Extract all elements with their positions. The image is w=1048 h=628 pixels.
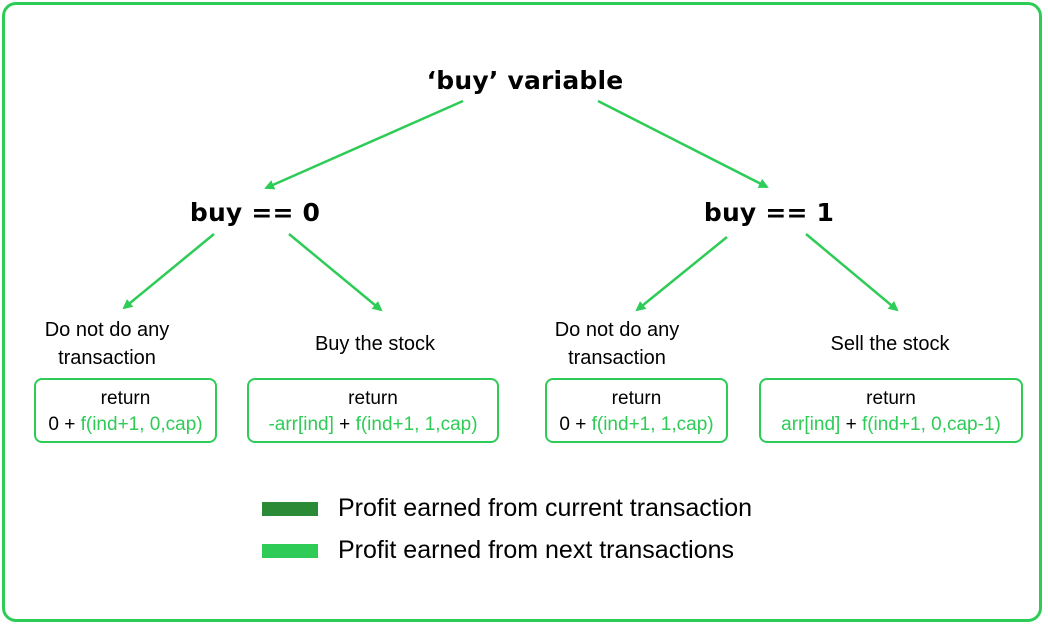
next-profit-term: f(ind+1, 1,cap): [355, 414, 478, 435]
leaf-label-no-transaction-buy1: Do not do any transaction: [522, 316, 712, 372]
arrow-buy1-to-no-transaction: [635, 236, 728, 312]
plus-operator: +: [569, 414, 592, 435]
return-box-no-transaction-buy0: return 0 + f(ind+1, 0,cap): [34, 378, 217, 443]
current-profit-term: 0: [559, 414, 570, 435]
leaf-label-buy-stock: Buy the stock: [280, 330, 470, 358]
arrow-buy1-to-sell-stock: [805, 233, 899, 312]
leaf-label-line1: Do not do any: [554, 319, 680, 341]
current-profit-term: -arr[ind]: [268, 414, 334, 435]
next-profit-term: f(ind+1, 0,cap-1): [861, 414, 1001, 435]
return-expression: 0 + f(ind+1, 1,cap): [547, 412, 726, 438]
leaf-label-line1: Do not do any: [44, 319, 170, 341]
return-box-no-transaction-buy1: return 0 + f(ind+1, 1,cap): [545, 378, 728, 443]
return-expression: 0 + f(ind+1, 0,cap): [36, 412, 215, 438]
leaf-label-line2: transaction: [58, 347, 156, 369]
legend-label-next: Profit earned from next transactions: [338, 536, 735, 564]
return-expression: -arr[ind] + f(ind+1, 1,cap): [249, 412, 497, 438]
leaf-label-no-transaction-buy0: Do not do any transaction: [12, 316, 202, 372]
return-keyword: return: [100, 388, 151, 409]
return-box-buy-stock: return -arr[ind] + f(ind+1, 1,cap): [247, 378, 499, 443]
buy0-node-title: buy == 0: [189, 198, 321, 227]
arrow-root-to-buy1: [597, 99, 769, 189]
root-node-title: ‘buy’ variable: [426, 66, 624, 95]
leaf-label-line1: Buy the stock: [314, 333, 436, 355]
legend-item-current: Profit earned from current transaction: [262, 494, 752, 523]
plus-operator: +: [58, 414, 81, 435]
legend-item-next: Profit earned from next transactions: [262, 536, 734, 565]
next-profit-term: f(ind+1, 0,cap): [80, 414, 203, 435]
leaf-label-sell-stock: Sell the stock: [795, 330, 985, 358]
plus-operator: +: [840, 414, 862, 435]
legend-swatch-next: [262, 543, 318, 558]
legend-swatch-current: [262, 501, 318, 516]
next-profit-term: f(ind+1, 1,cap): [591, 414, 714, 435]
plus-operator: +: [333, 414, 356, 435]
arrow-buy0-to-buy-stock: [288, 233, 383, 312]
leaf-label-line1: Sell the stock: [830, 333, 950, 355]
return-keyword: return: [611, 388, 662, 409]
current-profit-term: 0: [48, 414, 59, 435]
arrow-root-to-buy0: [264, 99, 464, 190]
return-box-sell-stock: return arr[ind] + f(ind+1, 0,cap-1): [759, 378, 1023, 443]
diagram-frame: [2, 2, 1042, 622]
return-expression: arr[ind] + f(ind+1, 0,cap-1): [761, 412, 1021, 438]
arrow-buy0-to-no-transaction: [122, 233, 215, 310]
legend-label-current: Profit earned from current transaction: [338, 494, 753, 522]
buy1-node-title: buy == 1: [703, 198, 835, 227]
return-keyword: return: [866, 388, 916, 409]
leaf-label-line2: transaction: [568, 347, 666, 369]
return-keyword: return: [348, 388, 398, 409]
current-profit-term: arr[ind]: [781, 414, 841, 435]
